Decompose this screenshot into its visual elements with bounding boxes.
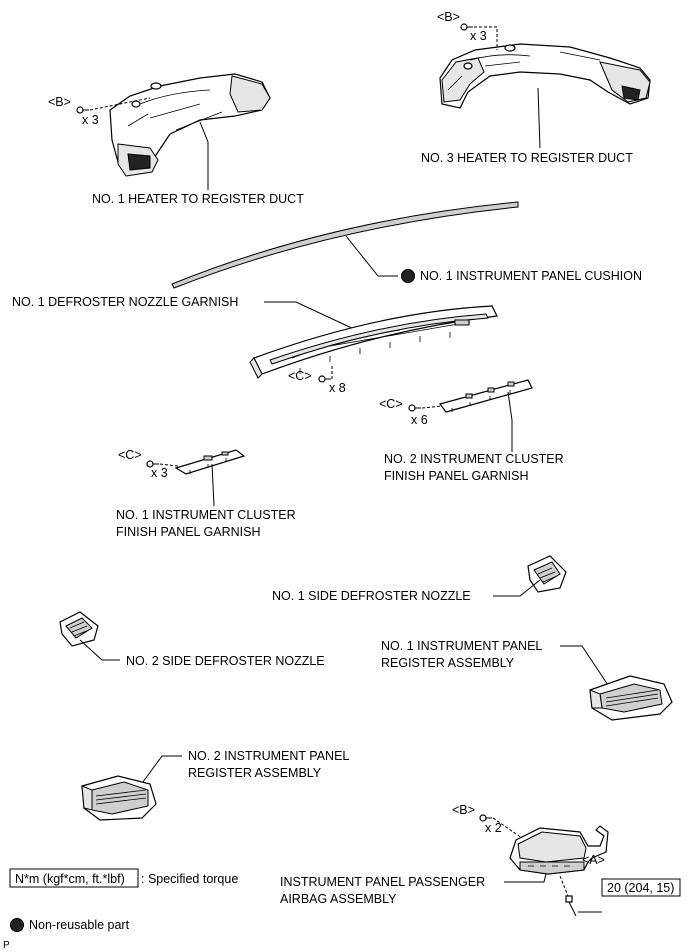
- fastener-tag-a: <A>: [582, 853, 605, 867]
- fastener-qty-top: x 3: [470, 29, 487, 43]
- legend-nonreusable-mark: [10, 918, 24, 932]
- label-cluster-garnish-1-line2: FINISH PANEL GARNISH: [116, 525, 260, 539]
- label-register-2-line2: REGISTER ASSEMBLY: [188, 766, 322, 780]
- label-panel-cushion: NO. 1 INSTRUMENT PANEL CUSHION: [420, 269, 642, 283]
- label-register-1-line1: NO. 1 INSTRUMENT PANEL: [381, 639, 542, 653]
- side-nozzle-2: [59, 611, 99, 647]
- label-register-1-line2: REGISTER ASSEMBLY: [381, 656, 515, 670]
- fastener-tag-c-right: <C>: [379, 397, 403, 411]
- fastener-qty-left: x 3: [82, 113, 99, 127]
- airbag-fastener-b: <B> x 2: [452, 803, 523, 839]
- leader-side-nozzle-2: [79, 639, 120, 661]
- heater-duct-1-fastener: <B> x 3: [48, 95, 151, 127]
- label-airbag-line2: AIRBAG ASSEMBLY: [280, 892, 397, 906]
- leader-cluster-garnish-1: [211, 463, 215, 507]
- leader-heater-duct-3: [537, 87, 541, 149]
- cluster-garnish-2-fastener: <C> x 6: [379, 397, 443, 427]
- cluster-garnish-1: [174, 449, 246, 475]
- label-defroster-garnish: NO. 1 DEFROSTER NOZZLE GARNISH: [12, 295, 238, 309]
- heater-duct-3: [439, 43, 651, 109]
- heater-duct-1: [109, 73, 271, 177]
- heater-duct-3-fastener: <B> x 3: [437, 10, 498, 50]
- legend-nonreusable-text: Non-reusable part: [29, 918, 130, 932]
- fastener-tag-b-left: <B>: [48, 95, 71, 109]
- legend-torque-text: : Specified torque: [141, 872, 238, 886]
- label-cluster-garnish-2-line2: FINISH PANEL GARNISH: [384, 469, 528, 483]
- label-cluster-garnish-2-line1: NO. 2 INSTRUMENT CLUSTER: [384, 452, 564, 466]
- fastener-qty-right: x 6: [411, 413, 428, 427]
- torque-box-airbag: [601, 878, 681, 897]
- leader-register-2: [139, 755, 182, 787]
- defroster-garnish-fastener: <C> x 8: [288, 366, 346, 395]
- fastener-tag-b-bottom: <B>: [452, 803, 475, 817]
- fastener-qty-bottom: x 2: [485, 821, 502, 835]
- legend-torque-box: [9, 868, 139, 888]
- label-airbag-line1: INSTRUMENT PANEL PASSENGER: [280, 875, 485, 889]
- register-2: [81, 775, 157, 821]
- nonreusable-mark-cushion: [401, 269, 415, 283]
- leader-register-1: [560, 645, 611, 689]
- cluster-garnish-2: [438, 379, 533, 413]
- label-register-2-line1: NO. 2 INSTRUMENT PANEL: [188, 749, 349, 763]
- label-side-nozzle-2: NO. 2 SIDE DEFROSTER NOZZLE: [126, 654, 325, 668]
- label-cluster-garnish-1-line1: NO. 1 INSTRUMENT CLUSTER: [116, 508, 296, 522]
- legend-torque-units: N*m (kgf*cm, ft.*lbf): [15, 872, 125, 886]
- leader-cluster-garnish-2: [507, 391, 513, 452]
- fastener-tag-c-mid: <C>: [288, 369, 312, 383]
- leader-panel-cushion: [345, 235, 398, 277]
- cluster-garnish-1-fastener: <C> x 3: [118, 448, 179, 480]
- defroster-garnish: [249, 305, 498, 379]
- leader-heater-duct-1: [199, 121, 209, 190]
- leader-defroster-garnish: [264, 301, 357, 331]
- label-heater-duct-1: NO. 1 HEATER TO REGISTER DUCT: [92, 192, 304, 206]
- panel-cushion: [171, 201, 519, 289]
- label-side-nozzle-1: NO. 1 SIDE DEFROSTER NOZZLE: [272, 589, 471, 603]
- leader-airbag: [504, 873, 547, 883]
- corner-mark: P: [3, 940, 10, 951]
- fastener-qty-mid: x 8: [329, 381, 346, 395]
- fastener-qty-left-c: x 3: [151, 466, 168, 480]
- label-heater-duct-3: NO. 3 HEATER TO REGISTER DUCT: [421, 151, 633, 165]
- legend: N*m (kgf*cm, ft.*lbf) : Specified torque…: [3, 868, 238, 951]
- airbag-assembly: [509, 825, 609, 875]
- torque-value-airbag: 20 (204, 15): [607, 881, 674, 895]
- airbag-fastener-a: <A>: [559, 853, 605, 917]
- fastener-tag-c-left: <C>: [118, 448, 142, 462]
- fastener-tag-b-top: <B>: [437, 10, 460, 24]
- side-nozzle-1: [527, 555, 567, 593]
- leader-side-nozzle-1: [493, 579, 541, 597]
- register-1: [589, 675, 673, 721]
